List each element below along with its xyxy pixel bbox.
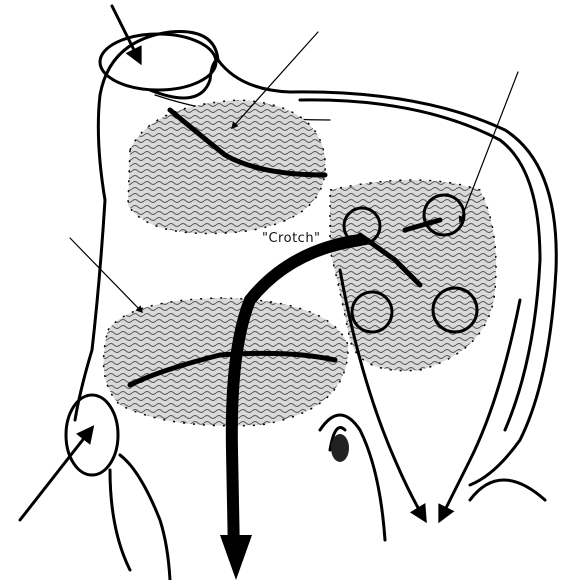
upper-opening [100, 34, 216, 90]
upper-shaded-region [128, 100, 325, 233]
crotch-label: "Crotch" [262, 231, 321, 246]
lower-opening [66, 395, 118, 475]
lower-shaded-region [104, 298, 348, 426]
